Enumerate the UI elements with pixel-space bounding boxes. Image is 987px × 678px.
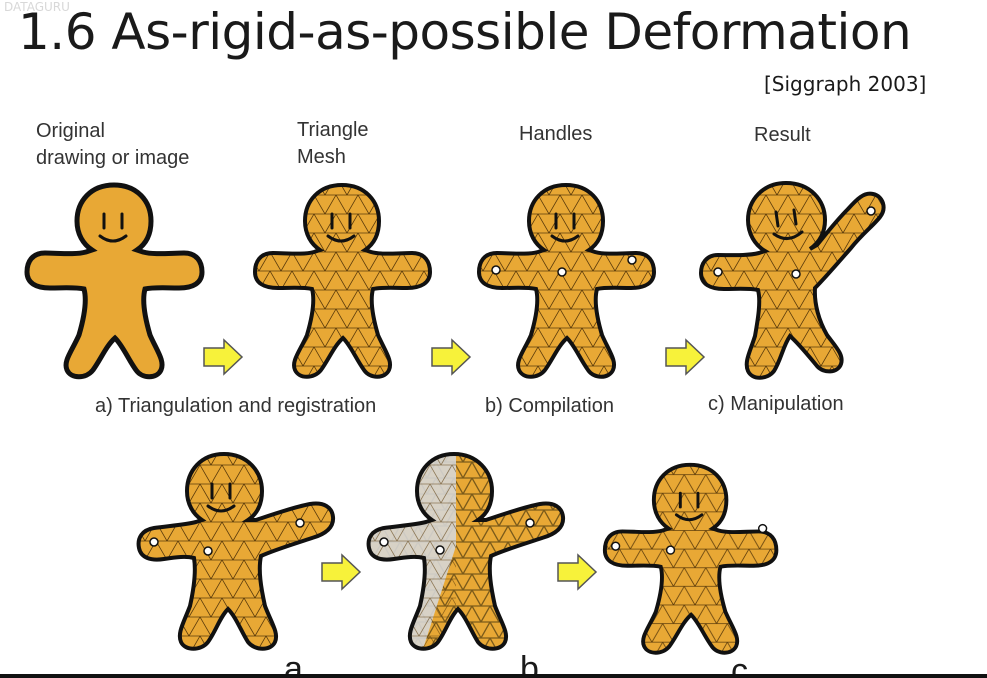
sub-letter-c: c [731, 652, 748, 678]
watermark: DATAGURU [4, 0, 70, 14]
arrow-3 [665, 339, 705, 375]
label-triangle-line1: Triangle [297, 119, 369, 141]
figure-bottom-c [602, 462, 779, 655]
arrow-1 [203, 339, 243, 375]
label-handles: Handles [519, 123, 593, 145]
arrow-2 [431, 339, 471, 375]
sub-letter-a: a [284, 650, 303, 678]
handle-point-right [627, 255, 637, 265]
caption-compilation: b) Compilation [485, 395, 614, 417]
sub-letter-b: b [520, 650, 539, 678]
caption-triangulation: a) Triangulation and registration [95, 395, 377, 417]
figure-bottom-b [366, 452, 566, 651]
bottom-border [0, 674, 987, 678]
slide-title: 1.6 As-rigid-as-possible Deformation [18, 3, 912, 61]
label-original-line2: drawing or image [36, 147, 190, 169]
figure-result [699, 181, 886, 380]
result-handle-left [713, 267, 723, 277]
label-triangle-line2: Mesh [297, 146, 346, 168]
handle-point-center [557, 267, 567, 277]
result-handle-right [866, 206, 876, 216]
caption-manipulation: c) Manipulation [708, 393, 844, 415]
figure-original [27, 185, 202, 377]
arrow-4 [321, 554, 361, 590]
figure-bottom-a [136, 452, 336, 651]
label-original-line1: Original [36, 120, 105, 142]
citation: [Siggraph 2003] [764, 72, 927, 96]
handle-point-left [491, 265, 501, 275]
figure-triangle-mesh [253, 183, 432, 379]
arrow-5 [557, 554, 597, 590]
result-handle-center [791, 269, 801, 279]
figure-handles [477, 183, 656, 379]
label-result: Result [754, 124, 811, 146]
